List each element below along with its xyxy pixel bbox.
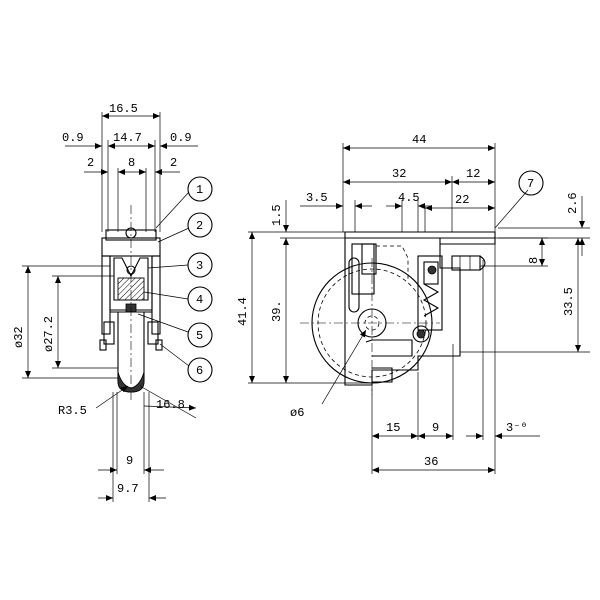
dim-length-15: 15 xyxy=(386,421,400,435)
dim-wall-right: 0.9 xyxy=(170,131,192,145)
dim-inner-diameter: ø27.2 xyxy=(42,316,56,352)
dim-height-33-5: 33.5 xyxy=(562,287,576,316)
callout-7-circle xyxy=(518,170,544,196)
callout-6: 6 xyxy=(196,364,203,378)
side-bottom-dimensions: 15 9 3⁻⁰ 36 xyxy=(371,244,540,474)
callout-3: 3 xyxy=(196,259,203,273)
dim-length-12: 12 xyxy=(466,167,480,181)
front-radius-angle-dims: R3.5 16.8 xyxy=(58,385,197,419)
side-hole-diameter: ø6 xyxy=(290,329,367,420)
dim-length-3: 3⁻⁰ xyxy=(506,421,528,435)
callout-2-circle xyxy=(187,212,213,238)
dim-height-2-6: 2.6 xyxy=(566,192,580,214)
side-view: 44 32 12 3.5 4.5 22 41.4 xyxy=(236,133,590,474)
side-top-dimensions: 44 32 12 3.5 4.5 22 xyxy=(300,133,496,232)
dim-gap-left: 2 xyxy=(87,156,94,170)
callout-7-group: 7 xyxy=(518,170,544,196)
front-diameter-dimensions: ø32 ø27.2 xyxy=(12,265,118,379)
callout-1-circle xyxy=(187,176,213,202)
dim-edge-radius: R3.5 xyxy=(58,404,87,418)
dim-height-39: 39. xyxy=(270,300,284,322)
dim-length-3-5: 3.5 xyxy=(306,191,328,205)
front-body xyxy=(99,205,163,400)
dim-wall-left: 0.9 xyxy=(62,131,84,145)
callout-5: 5 xyxy=(196,329,203,343)
callout-5-circle xyxy=(187,322,213,348)
front-view: 16.5 0.9 14.7 0.9 2 8 2 xyxy=(12,102,213,502)
dim-gap-right: 2 xyxy=(170,156,177,170)
dim-hole-diameter: ø6 xyxy=(290,406,304,420)
callouts-front: 1 2 3 4 5 6 xyxy=(137,176,213,383)
dim-length-32: 32 xyxy=(392,167,406,181)
dim-length-4-5: 4.5 xyxy=(398,191,420,205)
dim-core-width: 8 xyxy=(128,156,135,170)
dim-height-1-5: 1.5 xyxy=(270,204,284,226)
dim-wheel-width: 9 xyxy=(126,454,133,468)
dim-height-41-4: 41.4 xyxy=(236,297,250,326)
dim-height-8: 8 xyxy=(527,257,541,264)
dim-outer-diameter: ø32 xyxy=(12,326,26,348)
dim-bottom-width: 9.7 xyxy=(117,482,139,496)
dim-overall-length: 44 xyxy=(412,133,426,147)
front-bottom-dimensions: 9 9.7 xyxy=(98,392,166,502)
callout-4-circle xyxy=(187,286,213,312)
dim-inner-width: 14.7 xyxy=(113,131,142,145)
callout-4: 4 xyxy=(196,293,203,307)
side-body xyxy=(300,189,529,395)
callout-6-circle xyxy=(187,357,213,383)
callout-7: 7 xyxy=(527,177,534,191)
callout-3-circle xyxy=(187,252,213,278)
dim-length-36: 36 xyxy=(424,455,438,469)
callout-1: 1 xyxy=(196,183,203,197)
dim-angle: 16.8 xyxy=(156,398,185,412)
side-right-dimensions: 2.6 33.5 8 xyxy=(460,192,590,353)
dim-overall-width: 16.5 xyxy=(109,102,138,116)
dim-length-9: 9 xyxy=(432,421,439,435)
callout-2: 2 xyxy=(196,219,203,233)
side-left-dimensions: 41.4 39. 1.5 xyxy=(236,200,372,384)
dim-length-22: 22 xyxy=(455,193,469,207)
front-top-dimensions: 16.5 0.9 14.7 0.9 2 8 2 xyxy=(62,102,198,232)
